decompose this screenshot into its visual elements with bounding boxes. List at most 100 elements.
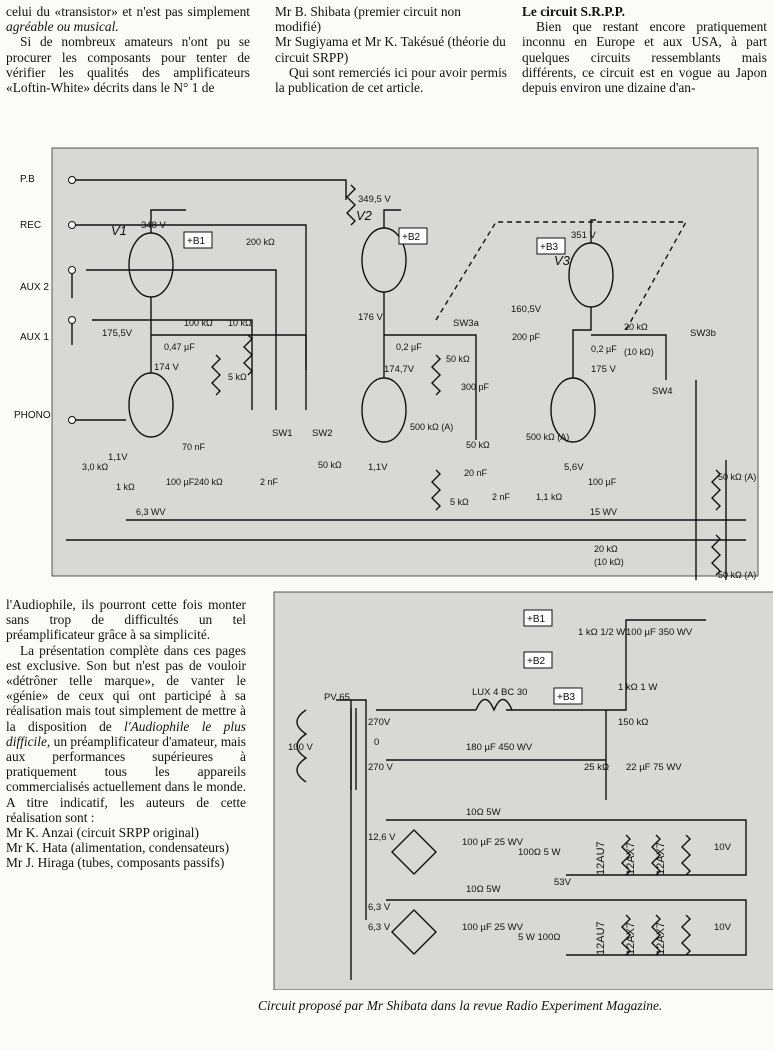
schematic-figure: P.B REC AUX 2 AUX 1 PHONO V1 V2 V3 +B1 +… <box>14 147 773 990</box>
voltage-label: 348 V <box>141 220 166 231</box>
filament-tube-label: 12AX7 <box>655 842 667 875</box>
filament-tube-label: 12AX7 <box>625 922 637 955</box>
input-label: PHONO <box>14 410 51 421</box>
section-heading: Le circuit S.R.P.P. <box>522 4 625 19</box>
part-label: 200 pF <box>512 332 541 342</box>
tube-label: V1 <box>111 223 127 238</box>
credit-line: Mr B. Shibata (premier circuit non modif… <box>275 4 461 35</box>
rail-label: +B2 <box>402 232 421 243</box>
part-label: 15 WV <box>590 507 617 517</box>
part-label: (10 kΩ) <box>594 557 624 567</box>
filament-tube-label: 12AU7 <box>595 841 607 875</box>
paragraph: Si de nombreux amateurs n'ont pu se proc… <box>6 34 250 96</box>
credit-line: Mr Sugiyama et Mr K. Takésué (théorie du… <box>275 34 506 65</box>
part-label: 5 kΩ <box>450 497 469 507</box>
filament-tube-label: 12AX7 <box>655 922 667 955</box>
voltage-label: 349,5 V <box>358 194 391 205</box>
rail-label: +B2 <box>527 656 546 667</box>
rail-label: +B3 <box>540 242 559 253</box>
switch-label: SW1 <box>272 428 293 439</box>
italic-text: agréable ou musical. <box>6 19 119 35</box>
part-label: 50 kΩ <box>318 460 342 470</box>
voltage-label: 174 V <box>154 362 179 373</box>
psu-label: 10Ω 5W <box>466 807 501 818</box>
rail-box <box>553 687 583 705</box>
part-label: 0,2 µF <box>591 344 617 354</box>
part-label: 50 kΩ (A) <box>718 472 756 482</box>
part-label: 6,3 WV <box>136 507 166 517</box>
part-label: 100 kΩ <box>184 318 213 328</box>
psu-label: 0 <box>374 737 379 748</box>
rail-box <box>523 651 553 669</box>
paragraph: Qui sont remerciés ici pour avoir permis… <box>275 64 507 96</box>
psu-label: 6,3 V <box>368 922 391 933</box>
psu-label: 53V <box>554 877 572 888</box>
voltage-label: 1,1V <box>108 452 128 463</box>
part-label: 3,0 kΩ <box>82 462 109 472</box>
psu-label: 12,6 V <box>368 832 396 843</box>
part-label: 20 kΩ <box>624 322 648 332</box>
voltage-label: 351 V <box>571 230 596 241</box>
voltage-label: 1,1V <box>368 462 388 473</box>
psu-label: 1 kΩ 1/2 W <box>578 627 625 638</box>
psu-label: 10V <box>714 842 732 853</box>
voltage-label: 175,5V <box>102 328 133 339</box>
column-1-lower: l'Audiophile, ils pourront cette fois mo… <box>6 597 246 871</box>
voltage-label: 176 V <box>358 312 383 323</box>
switch-label: SW4 <box>652 386 673 397</box>
part-label: 50 kΩ <box>466 440 490 450</box>
rail-label: +B1 <box>527 614 546 625</box>
part-label: 500 kΩ (A) <box>410 422 453 432</box>
voltage-label: 5,6V <box>564 462 584 473</box>
part-label: 0,2 µF <box>396 342 422 352</box>
part-label: 100 µF <box>588 477 617 487</box>
column-1-top: celui du «transistor» et n'est pas simpl… <box>6 4 250 95</box>
psu-label: 10Ω 5W <box>466 884 501 895</box>
paragraph: Bien que restant encore pratiquement inc… <box>522 19 767 96</box>
credit-line: Mr K. Hata (alimentation, condensateurs) <box>6 840 230 856</box>
psu-label: 150 kΩ <box>618 717 648 728</box>
part-label: (10 kΩ) <box>624 347 654 357</box>
preamp-panel <box>51 147 759 577</box>
rail-label: +B3 <box>557 692 576 703</box>
switch-label: SW3b <box>690 328 716 339</box>
rail-label: +B1 <box>187 236 206 247</box>
paragraph: l'Audiophile, ils pourront cette fois mo… <box>6 597 246 643</box>
psu-label: 100 µF 350 WV <box>626 627 693 638</box>
credit-line: Mr K. Anzai (circuit SRPP original) <box>6 825 199 841</box>
figure-caption: Circuit proposé par Mr Shibata dans la r… <box>258 998 663 1013</box>
psu-label: 25 kΩ <box>584 762 609 773</box>
part-label: 300 pF <box>461 382 490 392</box>
credit-line: Mr J. Hiraga (tubes, composants passifs) <box>6 855 225 871</box>
italic-text: l'Audiophile le plus difficile <box>6 718 246 749</box>
psu-label: 100 µF 25 WV <box>462 922 524 933</box>
part-label: 50 kΩ <box>446 354 470 364</box>
psu-label: 6,3 V <box>368 902 391 913</box>
part-label: 0,47 µF <box>164 342 195 352</box>
column-3-top: Le circuit S.R.P.P. Bien que restant enc… <box>522 4 767 95</box>
psu-label: 270V <box>368 717 391 728</box>
part-label: 1,1 kΩ <box>536 492 563 502</box>
part-label: 2 nF <box>492 492 511 502</box>
psu-label: PV 65 <box>324 692 350 703</box>
part-label: 50 kΩ (A) <box>718 570 756 580</box>
voltage-label: 175 V <box>591 364 616 375</box>
psu-label: 100Ω 5 W <box>518 847 561 858</box>
rail-box <box>523 609 553 627</box>
part-label: 200 kΩ <box>246 237 275 247</box>
tube-label: V2 <box>356 208 373 223</box>
credits-list: Mr K. Anzai (circuit SRPP original) Mr K… <box>6 825 246 871</box>
tube-label: V3 <box>554 253 571 268</box>
part-label: 70 nF <box>182 442 206 452</box>
text: La présentation complète dans ces pages … <box>6 642 246 734</box>
text: celui du «transistor» et n'est pas simpl… <box>6 4 250 19</box>
part-label: 1 kΩ <box>116 482 135 492</box>
input-label: AUX 2 <box>20 282 49 293</box>
psu-label: 180 µF 450 WV <box>466 742 533 753</box>
part-label: 20 kΩ <box>594 544 618 554</box>
part-label: 500 kΩ (A) <box>526 432 569 442</box>
psu-label: 5 W 100Ω <box>518 932 560 943</box>
voltage-label: 174,7V <box>384 364 415 375</box>
voltage-label: 160,5V <box>511 304 542 315</box>
filament-tube-label: 12AX7 <box>625 842 637 875</box>
